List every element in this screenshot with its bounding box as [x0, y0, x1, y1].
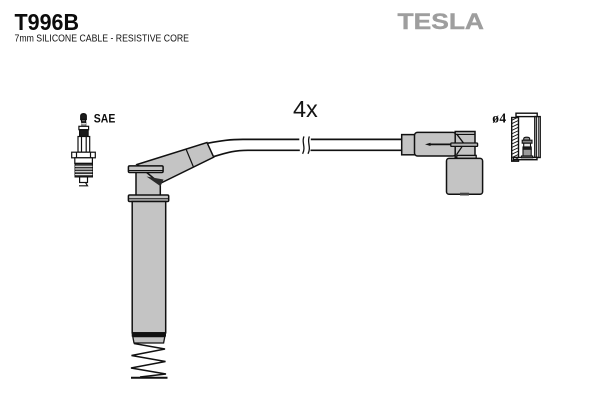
svg-text:4: 4	[293, 96, 306, 122]
svg-text:7mm SILICONE CABLE - RESISTIVE: 7mm SILICONE CABLE - RESISTIVE CORE	[15, 33, 190, 44]
svg-text:SAE: SAE	[94, 111, 116, 125]
svg-text:ø4: ø4	[492, 111, 506, 126]
svg-text:TESLA: TESLA	[398, 9, 485, 34]
svg-text:x: x	[306, 96, 318, 122]
svg-text:T996B: T996B	[15, 9, 80, 35]
